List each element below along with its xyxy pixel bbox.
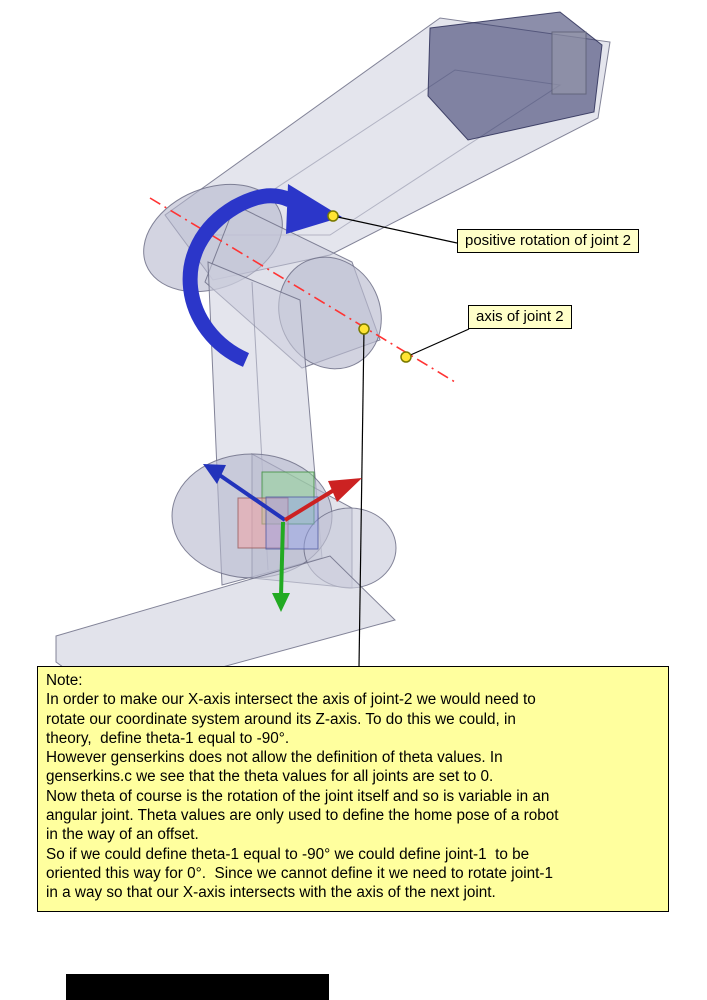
frame-axis-red-arrow <box>283 478 362 522</box>
callout-axis-of-joint: axis of joint 2 <box>468 305 572 329</box>
leader-lines <box>332 215 470 668</box>
rotation-arrow-icon <box>182 184 342 367</box>
callout-positive-rotation: positive rotation of joint 2 <box>457 229 639 253</box>
robot-body <box>55 11 611 691</box>
frame-axis-blue-arrow <box>203 464 287 522</box>
leader-rotation <box>332 215 458 244</box>
leader-note <box>358 328 365 668</box>
joint-marker-rotation <box>327 210 339 222</box>
leader-axis <box>405 328 470 358</box>
frame-axis-green-arrow <box>272 521 290 612</box>
bottom-black-bar <box>66 974 329 1000</box>
joint-markers <box>327 210 412 363</box>
note-body: In order to make our X-axis intersect th… <box>46 691 559 902</box>
joint-marker-axis-far <box>400 351 412 363</box>
coordinate-frame <box>203 464 362 612</box>
joint-marker-axis-near <box>358 323 370 335</box>
note-box: Note: In order to make our X-axis inters… <box>37 666 669 912</box>
note-title: Note: <box>46 672 83 689</box>
robot-wrist-plate <box>551 31 587 95</box>
